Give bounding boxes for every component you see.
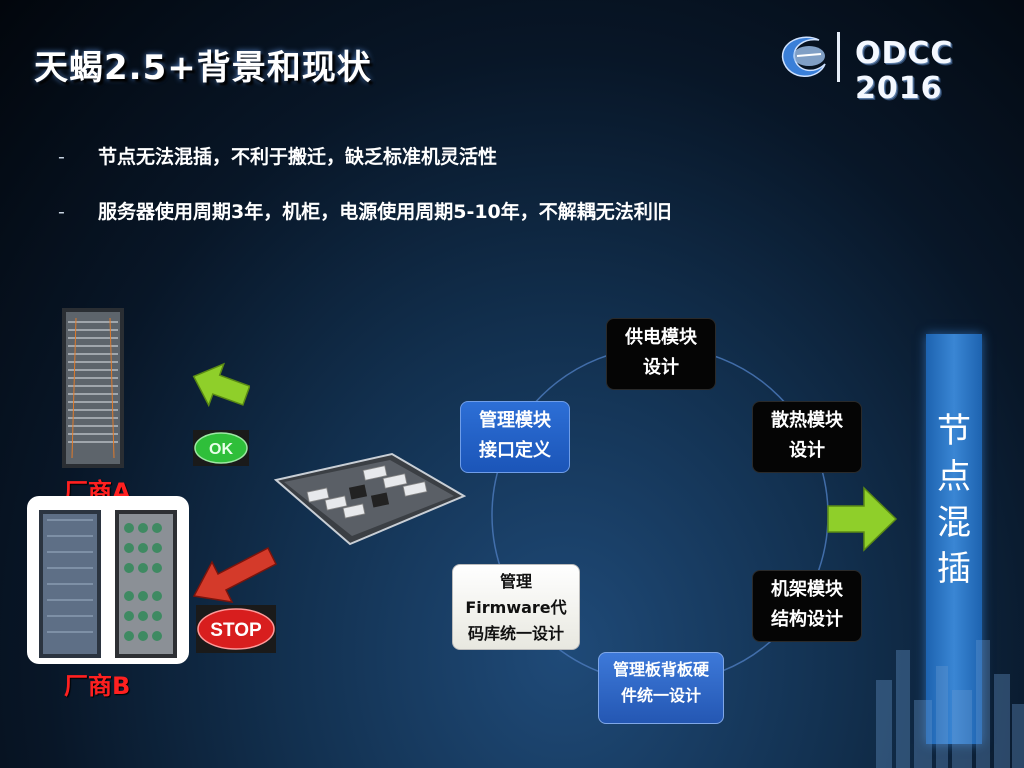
node-line: Firmware代 — [453, 595, 579, 621]
node-line: 供电模块 — [607, 323, 715, 353]
node-firmware: 管理 Firmware代 码库统一设计 — [452, 564, 580, 650]
bullet-item-1: -节点无法混插，不利于搬迁，缺乏标准机灵活性 — [58, 142, 497, 169]
node-line: 管理板背板硬 — [599, 657, 723, 683]
vendor-b-racks-image — [27, 496, 189, 664]
bullet-text: 节点无法混插，不利于搬迁，缺乏标准机灵活性 — [98, 146, 497, 168]
stop-button-icon: STOP — [196, 605, 276, 653]
node-line: 散热模块 — [753, 406, 861, 436]
vendor-a-rack-image — [62, 308, 124, 468]
stop-label: STOP — [210, 620, 262, 641]
ok-button-icon: OK — [193, 430, 249, 466]
node-cooling-module: 散热模块 设计 — [752, 401, 862, 473]
ok-label: OK — [209, 441, 233, 458]
node-power-module: 供电模块 设计 — [606, 318, 716, 390]
node-line: 机架模块 — [753, 575, 861, 605]
odcc-emblem-icon — [775, 30, 831, 84]
pillar-char: 点 — [932, 454, 976, 500]
node-mgmt-interface: 管理模块 接口定义 — [460, 401, 570, 473]
logo-divider — [837, 32, 840, 82]
node-rack-module: 机架模块 结构设计 — [752, 570, 862, 642]
node-line: 管理模块 — [461, 406, 569, 436]
pillar-char: 节 — [932, 408, 976, 454]
node-line: 件统一设计 — [599, 683, 723, 709]
node-mgmt-board: 管理板背板硬 件统一设计 — [598, 652, 724, 724]
slide-title: 天蝎2.5+背景和现状 — [34, 40, 372, 89]
node-line: 接口定义 — [461, 436, 569, 466]
bullet-dash: - — [58, 201, 98, 223]
bullet-item-2: -服务器使用周期3年，机柜，电源使用周期5-10年，不解耦无法利旧 — [58, 197, 672, 224]
pillar-label: 节点混插 — [932, 408, 976, 592]
node-line: 结构设计 — [753, 605, 861, 635]
vendor-b-panel — [27, 496, 189, 664]
node-line: 设计 — [607, 353, 715, 383]
city-skyline-decoration — [872, 620, 1024, 768]
bullet-text: 服务器使用周期3年，机柜，电源使用周期5-10年，不解耦无法利旧 — [98, 201, 672, 223]
vendor-b-label: 厂商B — [64, 666, 130, 701]
node-line: 码库统一设计 — [453, 621, 579, 647]
pillar-char: 混 — [932, 500, 976, 546]
odcc-logo: ODCC 2016 — [775, 28, 1015, 86]
logo-text: ODCC 2016 — [855, 36, 1015, 106]
right-arrow-icon — [826, 486, 898, 552]
node-line: 设计 — [753, 436, 861, 466]
pillar-char: 插 — [932, 546, 976, 592]
server-board-image — [272, 452, 466, 548]
node-line: 管理 — [453, 569, 579, 595]
bullet-dash: - — [58, 146, 98, 168]
green-arrow-icon — [190, 360, 250, 412]
